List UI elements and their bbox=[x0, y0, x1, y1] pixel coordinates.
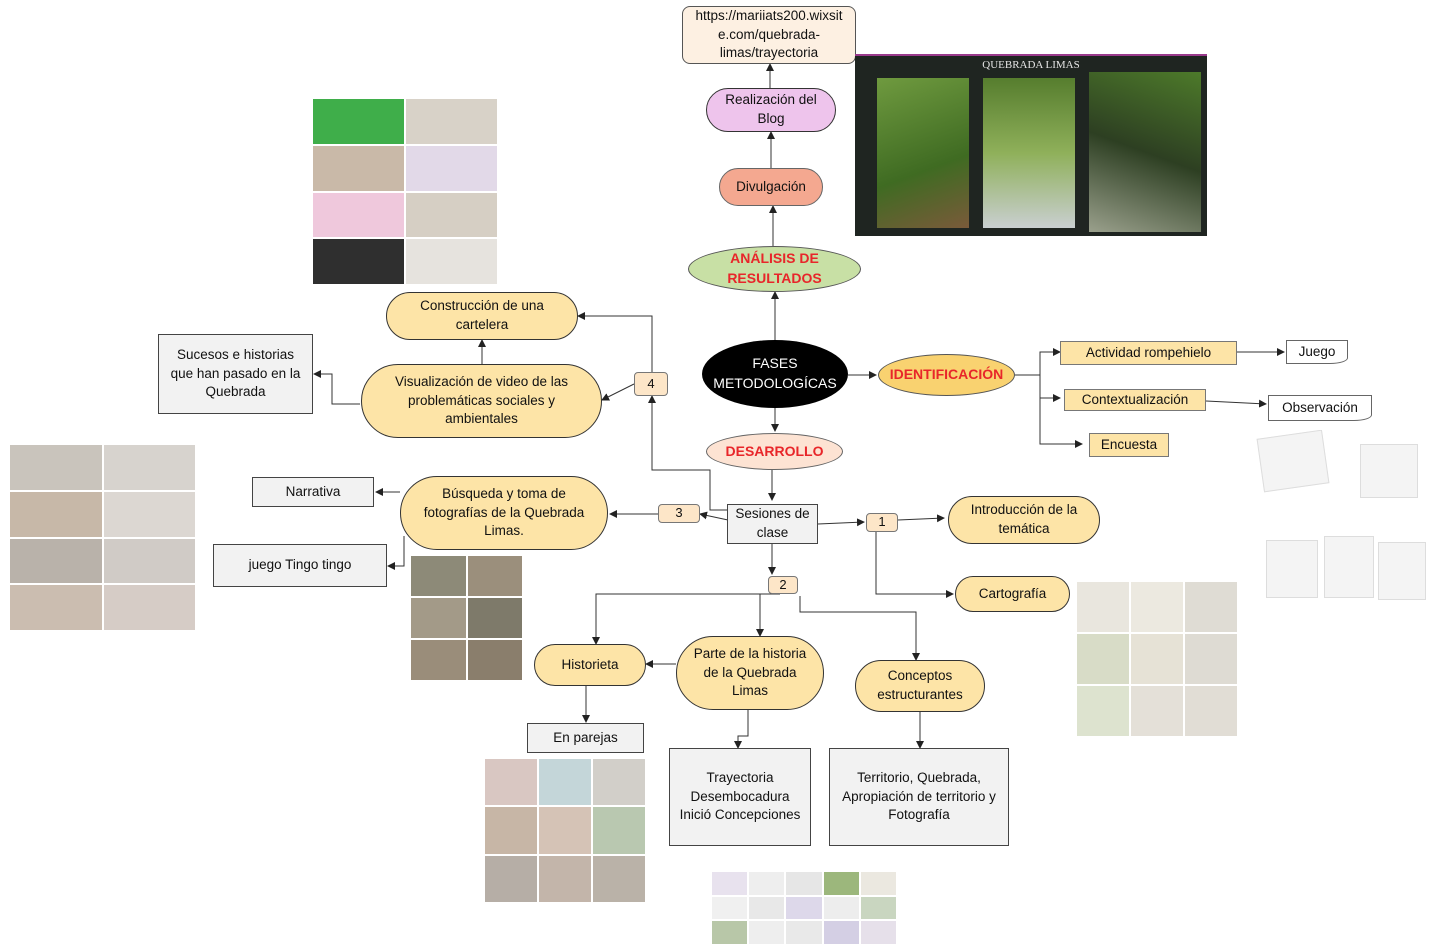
website-title: QUEBRADA LIMAS bbox=[982, 59, 1080, 71]
blog-node[interactable]: Realización del Blog bbox=[706, 88, 836, 132]
cartelera-node[interactable]: Construcción de una cartelera bbox=[386, 292, 578, 340]
introduccion-node[interactable]: Introducción de la temática bbox=[948, 496, 1100, 544]
divulgacion-node[interactable]: Divulgación bbox=[719, 168, 823, 206]
historieta-node[interactable]: Historieta bbox=[534, 644, 646, 686]
narrativa-node[interactable]: Narrativa bbox=[252, 477, 374, 507]
territorio-node[interactable]: Territorio, Quebrada, Apropiación de ter… bbox=[829, 748, 1009, 846]
sesiones-de-clase-node[interactable]: Sesiones de clase bbox=[727, 504, 818, 544]
encuesta-node[interactable]: Encuesta bbox=[1089, 433, 1169, 457]
parte-historia-node[interactable]: Parte de la historia de la Quebrada Lima… bbox=[676, 636, 824, 710]
trayectoria-node[interactable]: Trayectoria Desembocadura Inició Concepc… bbox=[669, 748, 811, 846]
historieta-image bbox=[485, 759, 645, 902]
blog-url-node[interactable]: https://mariiats200.wixsit e.com/quebrad… bbox=[682, 6, 856, 64]
busqueda-photos-image bbox=[411, 556, 522, 680]
contextualizacion-node[interactable]: Contextualización bbox=[1064, 389, 1206, 411]
website-screenshot: QUEBRADA LIMAS bbox=[855, 54, 1207, 236]
narrativa-image bbox=[10, 445, 195, 630]
analisis-node[interactable]: ANÁLISIS DE RESULTADOS bbox=[688, 246, 861, 292]
en-parejas-node[interactable]: En parejas bbox=[527, 723, 644, 753]
tingo-tingo-node[interactable]: juego Tingo tingo bbox=[213, 544, 387, 587]
identificacion-node[interactable]: IDENTIFICACIÓN bbox=[878, 354, 1015, 396]
juego-node[interactable]: Juego bbox=[1286, 340, 1348, 364]
sucesos-historias-node[interactable]: Sucesos e historias que han pasado en la… bbox=[158, 334, 313, 414]
cartografia-image bbox=[1077, 582, 1237, 736]
center-node[interactable]: FASES METODOLOGÍCAS bbox=[702, 340, 848, 408]
tag-2: 2 bbox=[768, 576, 798, 594]
tag-4: 4 bbox=[634, 372, 668, 396]
encuesta-documents-image bbox=[1256, 430, 1428, 608]
tag-3: 3 bbox=[658, 504, 700, 523]
desarrollo-node[interactable]: DESARROLLO bbox=[706, 433, 843, 470]
observacion-node[interactable]: Observación bbox=[1268, 395, 1372, 421]
tag-1: 1 bbox=[866, 513, 898, 532]
busqueda-fotografias-node[interactable]: Búsqueda y toma de fotografías de la Que… bbox=[400, 476, 608, 550]
cartelera-image bbox=[313, 99, 497, 284]
actividad-rompehielo-node[interactable]: Actividad rompehielo bbox=[1060, 341, 1237, 365]
trayectoria-image bbox=[712, 872, 896, 944]
visualizacion-video-node[interactable]: Visualización de video de las problemáti… bbox=[361, 364, 602, 438]
cartografia-node[interactable]: Cartografía bbox=[955, 576, 1070, 612]
conceptos-estructurantes-node[interactable]: Conceptos estructurantes bbox=[855, 660, 985, 712]
